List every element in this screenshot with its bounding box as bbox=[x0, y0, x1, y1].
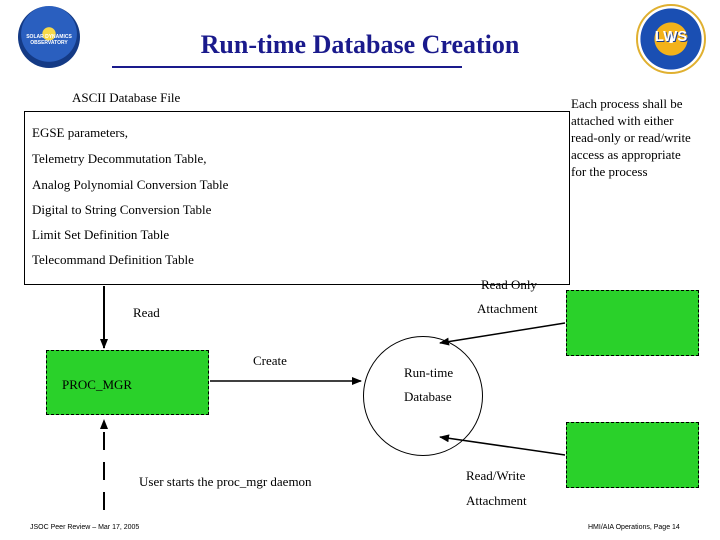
ascii-file-line: Limit Set Definition Table bbox=[32, 227, 170, 242]
process-box-read-only bbox=[566, 290, 699, 356]
runtime-database-node bbox=[363, 336, 483, 456]
read-write-label: Read/Write bbox=[466, 468, 526, 483]
lws-logo bbox=[636, 4, 706, 74]
ascii-file-line: Digital to String Conversion Table bbox=[32, 202, 212, 217]
read-write-attachment-arrow bbox=[439, 434, 566, 456]
process-box-read-write bbox=[566, 422, 699, 488]
footer-page-number: HMI/AIA Operations, Page 14 bbox=[588, 524, 680, 531]
database-label-line2: Database bbox=[404, 389, 452, 404]
database-label-line1: Run-time bbox=[404, 365, 454, 380]
ascii-file-line: Analog Polynomial Conversion Table bbox=[32, 177, 229, 192]
attachment-label-top: Attachment bbox=[477, 301, 538, 316]
attachment-label-bottom: Attachment bbox=[466, 493, 527, 508]
read-label: Read bbox=[133, 305, 160, 320]
read-only-label: Read Only bbox=[481, 277, 537, 292]
sdo-logo bbox=[18, 6, 80, 68]
proc-mgr-label: PROC_MGR bbox=[62, 377, 133, 392]
ascii-file-line: EGSE parameters, bbox=[32, 125, 129, 140]
ascii-file-box bbox=[24, 111, 570, 285]
user-starts-label: User starts the proc_mgr daemon bbox=[139, 474, 312, 489]
page-title: Run-time Database Creation bbox=[200, 30, 520, 59]
title-underline bbox=[112, 66, 462, 68]
proc-mgr-box bbox=[46, 350, 209, 415]
sdo-logo-text: SOLAR DYNAMICS OBSERVATORY bbox=[26, 34, 72, 46]
create-label: Create bbox=[253, 353, 287, 368]
ascii-file-line: Telecommand Definition Table bbox=[32, 252, 194, 267]
ascii-file-line: Telemetry Decommutation Table, bbox=[32, 151, 207, 166]
ascii-file-heading: ASCII Database File bbox=[72, 90, 181, 105]
footer-left: JSOC Peer Review – Mar 17, 2005 bbox=[30, 524, 140, 531]
lws-logo-text: LWS bbox=[654, 28, 688, 45]
access-note: Each process shall be attached with eith… bbox=[571, 96, 691, 179]
read-only-attachment-arrow bbox=[439, 322, 566, 346]
